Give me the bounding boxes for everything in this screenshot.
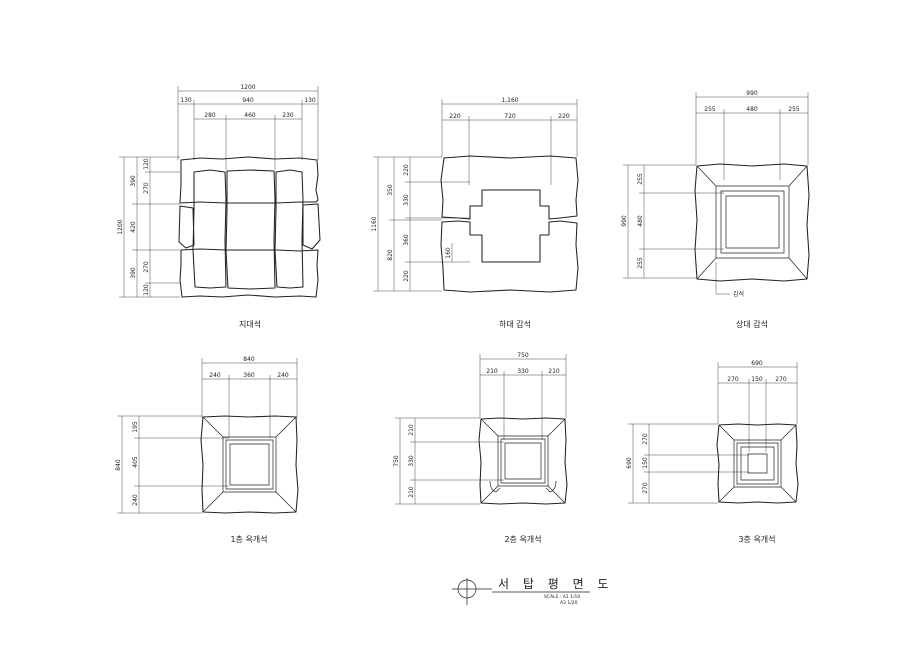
dim-left-e: 270 — [143, 182, 150, 194]
plan-sangdae-gapseok: 990 255 480 255 990 255 480 255 갑석 상대 갑석 — [621, 90, 810, 329]
dim-left-c: 270 — [642, 482, 649, 494]
dim-left-total: 750 — [393, 455, 400, 467]
dim-left-total: 840 — [115, 459, 122, 471]
dim-left-d: 120 — [143, 158, 150, 170]
dim-left-a: 195 — [132, 421, 139, 433]
caption-okgae-1: 1층 옥개석 — [230, 534, 267, 544]
dim-top-e: 460 — [244, 112, 256, 119]
dim-left-a: 270 — [642, 433, 649, 445]
dim-left-total: 990 — [621, 215, 628, 227]
dim-left-b: 420 — [130, 221, 137, 233]
dim-left-a: 210 — [408, 424, 415, 436]
dim-top-b: 940 — [242, 97, 254, 104]
dim-top-f: 230 — [282, 112, 294, 119]
dim-left-g: 160 — [445, 247, 452, 259]
dim-top-total: 1200 — [240, 84, 255, 91]
dim-left-c: 240 — [132, 494, 139, 506]
dim-left-b: 330 — [408, 455, 415, 467]
dim-left-total: 1200 — [117, 219, 124, 234]
dim-top-c: 210 — [548, 368, 560, 375]
dim-top-a: 220 — [449, 113, 461, 120]
dim-top-total: 750 — [517, 352, 529, 359]
plan-okgae-3: 690 270 150 270 690 270 150 270 3층 옥개석 — [626, 360, 799, 544]
dim-top-total: 840 — [243, 356, 255, 363]
dim-left-c: 390 — [130, 267, 137, 279]
plan-okgae-2: 750 210 330 210 750 210 330 210 2층 옥개석 — [393, 352, 568, 544]
caption-sangdae-gapseok: 상대 갑석 — [736, 319, 768, 329]
dim-left-b: 820 — [387, 249, 394, 261]
dim-left-a: 390 — [130, 175, 137, 187]
dim-top-a: 130 — [180, 97, 192, 104]
dim-left-c: 220 — [403, 164, 410, 176]
plan-jidaeseok: 1200 130 940 130 280 460 230 1200 390 42… — [117, 84, 321, 329]
dim-top-c: 130 — [304, 97, 316, 104]
dim-top-a: 270 — [727, 376, 739, 383]
dim-top-b: 480 — [746, 106, 758, 113]
dim-left-g: 120 — [143, 284, 150, 296]
dim-top-total: 990 — [746, 90, 758, 97]
dim-left-a: 255 — [637, 173, 644, 185]
dim-top-a: 210 — [486, 368, 498, 375]
dim-top-a: 255 — [704, 106, 716, 113]
caption-okgae-3: 3층 옥개석 — [738, 534, 775, 544]
dim-left-b: 150 — [642, 457, 649, 469]
scale-note-2: A3 1/20 — [560, 600, 578, 606]
dim-top-b: 360 — [243, 372, 255, 379]
dim-left-e: 360 — [403, 234, 410, 246]
caption-hadae-gapseok: 하대 갑석 — [499, 319, 531, 329]
plan-okgae-1: 840 240 360 240 840 195 405 240 1층 옥개석 — [115, 356, 299, 544]
dim-left-total: 690 — [626, 457, 633, 469]
dim-top-total: 690 — [751, 360, 763, 367]
dim-left-c: 210 — [408, 486, 415, 498]
dim-left-f: 270 — [143, 261, 150, 273]
dim-top-b: 330 — [517, 368, 529, 375]
caption-okgae-2: 2층 옥개석 — [504, 534, 541, 544]
dim-left-b: 405 — [132, 456, 139, 468]
dim-left-d: 330 — [403, 194, 410, 206]
dim-left-a: 350 — [387, 184, 394, 196]
drawing-title: 서 탑 평 면 도 — [498, 577, 613, 591]
title-block: 서 탑 평 면 도 SCALE : A1 1/10 A3 1/20 — [452, 577, 613, 606]
dim-top-b: 150 — [751, 376, 763, 383]
dim-top-a: 240 — [209, 372, 221, 379]
dim-top-total: 1,160 — [501, 97, 518, 104]
plan-hadae-gapseok: 1,160 220 720 220 1160 350 820 220 330 3… — [371, 97, 579, 329]
dim-top-d: 280 — [204, 112, 216, 119]
dim-top-c: 220 — [558, 113, 570, 120]
caption-jidaeseok: 지대석 — [239, 319, 261, 329]
dim-left-c: 255 — [637, 257, 644, 269]
dim-top-c: 270 — [775, 376, 787, 383]
note-gapseok: 갑석 — [733, 290, 744, 298]
dim-top-c: 240 — [277, 372, 289, 379]
dim-left-f: 220 — [403, 270, 410, 282]
dim-top-b: 720 — [504, 113, 516, 120]
dim-left-total: 1160 — [371, 216, 378, 231]
dim-left-b: 480 — [637, 215, 644, 227]
scale-note-1: SCALE : A1 1/10 — [544, 594, 580, 600]
dim-top-c: 255 — [788, 106, 800, 113]
